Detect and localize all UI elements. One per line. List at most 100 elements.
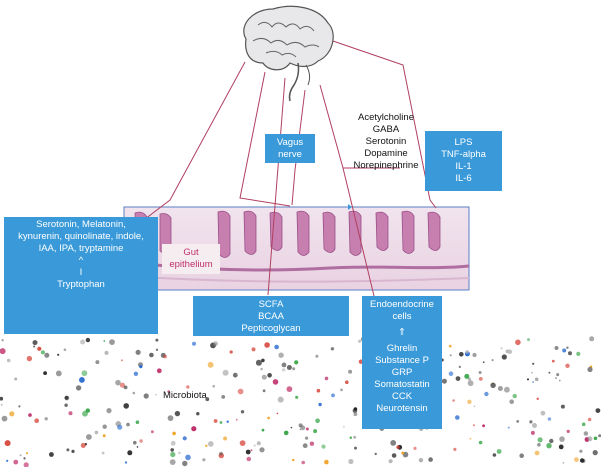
microbe-dot — [136, 446, 139, 448]
microbe-dot — [565, 363, 570, 368]
microbe-dot — [562, 462, 565, 464]
microbe-dot — [139, 365, 143, 369]
microbe-dot — [213, 341, 219, 347]
microbe-dot — [532, 362, 535, 365]
microbe-dot — [37, 346, 42, 351]
microbe-dot — [150, 430, 154, 434]
microbe-dot — [170, 448, 174, 452]
microbe-dot — [441, 378, 447, 384]
endo-line-1: Endoendocrine — [370, 299, 434, 310]
microbe-dot — [123, 403, 129, 409]
immune-line-2: TNF-alpha — [441, 149, 486, 160]
trp-line-6: Tryptophan — [57, 279, 105, 290]
microbe-dot — [80, 339, 86, 345]
microbe-dot — [196, 412, 200, 416]
microbe-dot — [126, 422, 130, 427]
microbe-dot — [482, 424, 485, 428]
microbe-dot — [504, 386, 510, 393]
endo-line-9: Neurotensin — [376, 403, 428, 414]
microbe-dot — [222, 369, 229, 376]
microbe-dot — [453, 447, 457, 451]
microbe-dot — [527, 338, 530, 342]
microbe-dot — [315, 354, 319, 358]
microbe-dot — [464, 373, 470, 379]
microbe-dot — [507, 349, 513, 354]
microbe-dot — [549, 438, 554, 444]
microbe-dot — [232, 372, 238, 378]
microbe-dot — [428, 457, 433, 462]
microbe-dot — [598, 434, 601, 438]
microbe-dot — [540, 410, 546, 416]
microbe-dot — [313, 429, 318, 434]
microbe-dot — [292, 367, 296, 371]
microbe-dot — [286, 386, 293, 392]
microbe-dot — [581, 422, 586, 427]
microbe-dot — [202, 458, 206, 462]
nt-line-1: Acetylcholine — [358, 112, 414, 123]
microbe-dot — [64, 395, 69, 400]
microbe-dot — [33, 345, 36, 348]
gut-epithelium-label: Gut epithelium — [162, 244, 220, 274]
microbe-dot — [186, 385, 190, 389]
microbe-dot — [516, 420, 520, 423]
microbe-dot — [155, 393, 157, 396]
endo-line-5: Substance P — [375, 355, 429, 366]
microbe-dot — [490, 382, 496, 388]
microbe-dot — [13, 459, 19, 465]
microbe-dot — [566, 346, 569, 349]
microbe-dot — [117, 424, 123, 430]
microbe-dot — [226, 420, 229, 423]
microbe-dot — [455, 376, 461, 381]
microbe-dot — [532, 381, 534, 383]
microbe-dot — [170, 440, 176, 446]
microbe-dot — [469, 437, 472, 440]
microbe-dot — [23, 457, 26, 460]
microbe-dot — [94, 430, 99, 435]
microbe-dot — [492, 453, 497, 457]
microbe-dot — [309, 441, 315, 446]
microbe-dot — [519, 453, 524, 459]
immune-line-4: IL-6 — [455, 173, 472, 184]
microbe-dot — [0, 396, 4, 401]
microbe-dot — [63, 348, 67, 352]
microbe-dot — [531, 371, 533, 374]
microbe-dot — [246, 456, 252, 462]
microbe-dot — [261, 358, 265, 363]
microbe-dot — [484, 391, 489, 397]
microbe-dot — [81, 370, 88, 377]
microbe-dot — [119, 382, 126, 388]
microbe-dot — [559, 436, 565, 442]
microbe-dot — [290, 426, 293, 429]
vagus-nerve-box: Vagus nerve — [265, 134, 315, 163]
microbe-dot — [587, 436, 593, 442]
microbe-dot — [32, 340, 38, 346]
endo-line-8: CCK — [391, 391, 413, 402]
microbe-dot — [104, 350, 109, 355]
microbe-dot — [558, 444, 564, 450]
microbe-dot — [28, 413, 32, 417]
endo-arrow-icon: ⇑ — [398, 327, 406, 338]
microbe-dot — [515, 339, 521, 346]
microbe-dot — [40, 350, 46, 355]
microbe-dot — [595, 408, 601, 413]
microbe-dot — [143, 393, 149, 399]
microbe-dot — [75, 385, 82, 391]
microbe-dot — [276, 412, 279, 415]
microbe-dot — [529, 420, 533, 424]
microbe-dot — [467, 399, 472, 404]
microbe-dot — [467, 380, 474, 387]
nt-line-3: Serotonin — [365, 136, 407, 147]
microbe-dot — [79, 377, 85, 383]
microbe-dot — [260, 367, 263, 371]
microbe-dot — [448, 371, 454, 377]
microbe-dot — [121, 359, 123, 362]
microbe-dot — [534, 450, 540, 456]
microbe-dot — [579, 449, 583, 453]
microbe-dot — [455, 415, 460, 420]
microbe-dot — [208, 441, 214, 447]
microbe-dot — [278, 352, 284, 358]
microbe-dot — [554, 377, 557, 380]
microbe-dot — [478, 371, 482, 374]
microbe-dot — [388, 459, 393, 464]
